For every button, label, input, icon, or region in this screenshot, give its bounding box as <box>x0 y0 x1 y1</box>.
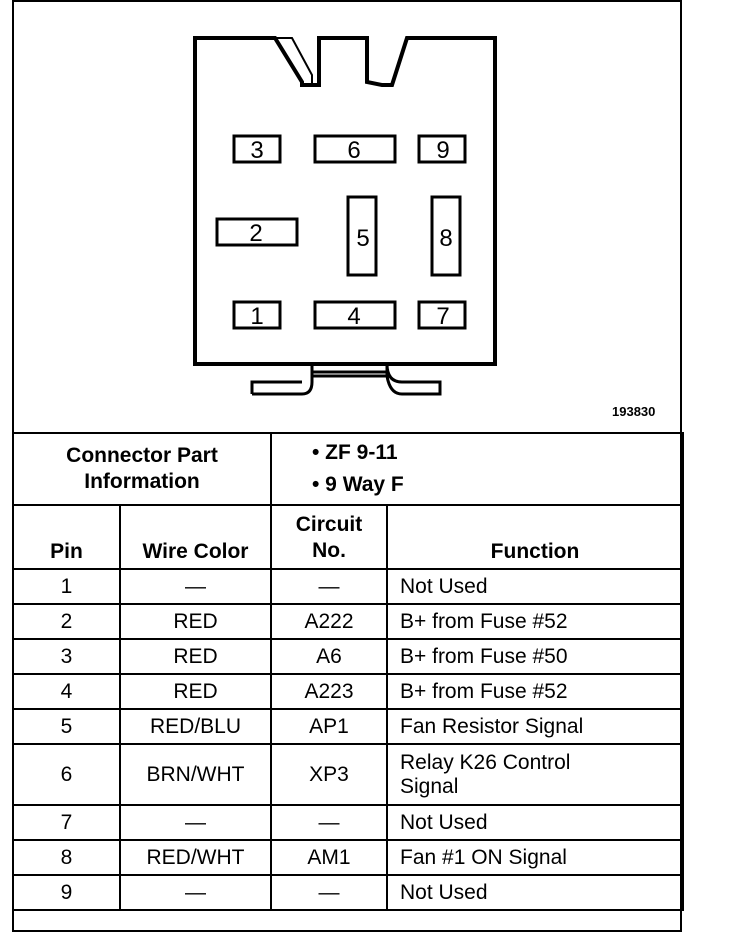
table-row: 4 RED A223 B+ from Fuse #52 <box>12 673 685 710</box>
pin-label-3: 3 <box>250 137 263 164</box>
pin-cavity-4: 4 <box>313 300 397 330</box>
pin-label-7: 7 <box>436 303 449 330</box>
header-pin: Pin <box>12 504 121 570</box>
header-wire-color: Wire Color <box>119 504 272 570</box>
header-function: Function <box>385 504 685 570</box>
pin-label-8: 8 <box>439 225 452 252</box>
connector-info-row: Connector Part Information • ZF 9-11 • 9… <box>12 432 685 506</box>
pin-cavity-3: 3 <box>232 134 282 164</box>
pin-cavity-9: 9 <box>417 134 467 164</box>
pin-cavity-1: 1 <box>232 300 282 330</box>
pin-label-4: 4 <box>347 303 360 330</box>
pin-label-1: 1 <box>250 303 263 330</box>
connector-part-number: • ZF 9-11 <box>312 441 398 464</box>
pin-cavity-8: 8 <box>430 195 462 277</box>
table-row: 9 — — Not Used <box>12 874 685 911</box>
table-row: 7 — — Not Used <box>12 804 685 841</box>
table-row: 6 BRN/WHT XP3 Relay K26 Control Signal <box>12 743 685 806</box>
table-row: 1 — — Not Used <box>12 568 685 605</box>
table-row: 3 RED A6 B+ from Fuse #50 <box>12 638 685 675</box>
figure-id: 193830 <box>612 404 656 419</box>
pin-label-2: 2 <box>249 220 262 247</box>
pin-cavity-5: 5 <box>346 195 378 277</box>
pin-label-9: 9 <box>436 137 449 164</box>
pin-cavity-7: 7 <box>417 300 467 330</box>
connector-way: • 9 Way F <box>312 473 404 496</box>
header-circuit: Circuit No. <box>270 504 388 570</box>
connector-notch <box>275 37 313 85</box>
table-row: 2 RED A222 B+ from Fuse #52 <box>12 603 685 640</box>
connector-info-label: Connector Part Information <box>12 432 272 506</box>
pin-label-6: 6 <box>347 137 360 164</box>
connector-drawing: 3 6 9 2 5 8 1 4 7 <box>193 36 497 396</box>
pin-label-5: 5 <box>356 225 369 252</box>
table-row: 5 RED/BLU AP1 Fan Resistor Signal <box>12 708 685 745</box>
connector-info-values: • ZF 9-11 • 9 Way F <box>269 432 685 506</box>
table-row: 8 RED/WHT AM1 Fan #1 ON Signal <box>12 839 685 876</box>
pin-cavity-2: 2 <box>215 217 299 247</box>
pin-cavity-6: 6 <box>313 134 397 164</box>
connector-body <box>193 36 497 366</box>
connector-latch <box>250 363 442 396</box>
pinout-table: Connector Part Information • ZF 9-11 • 9… <box>12 432 685 911</box>
header-row: Pin Wire Color Circuit No. Function <box>12 504 685 570</box>
